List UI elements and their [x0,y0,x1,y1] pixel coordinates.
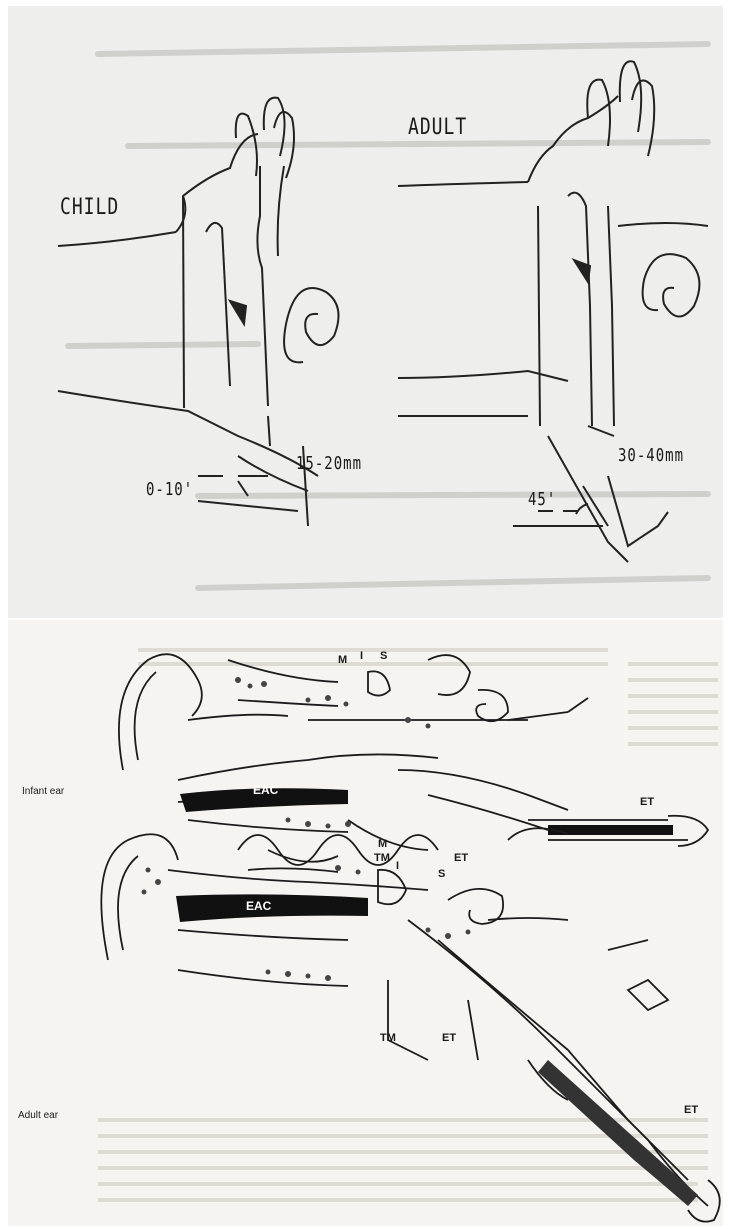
infant-et-tube-label: ET [640,796,654,808]
child-adult-comparison-panel: CHILD ADULT 15-20mm 30-40mm 0-10' 45' [8,6,723,618]
adult-tube-angle: 45' [528,490,556,510]
infant-adult-ear-panel: Infant ear Adult ear M I S EAC TM ET ET … [8,620,723,1226]
adult-eac-label: EAC [246,899,271,913]
infant-et-mid-label: ET [454,852,468,864]
adult-eac-canal [176,894,368,922]
adult-tm-label: TM [380,1032,396,1044]
child-label: CHILD [60,194,119,220]
adult-tube-length: 30-40mm [618,446,684,466]
infant-tm-label: TM [374,852,390,864]
adult-stapes-label: S [438,868,445,880]
child-adult-drawing [8,6,723,618]
child-tube-length: 15-20mm [296,454,362,474]
child-tube-angle: 0-10' [146,480,193,500]
adult-ear-drawing [101,828,719,1221]
infant-ear-caption: Infant ear [22,786,64,797]
infant-incus-label: I [360,650,363,662]
infant-malleus-label: M [338,654,347,666]
adult-et-tube-label: ET [684,1104,698,1116]
adult-incus-label: I [396,860,399,872]
adult-ear-caption: Adult ear [18,1110,58,1121]
adult-et-mid-label: ET [442,1032,456,1044]
adult-malleus-label: M [378,838,387,850]
infant-adult-ear-drawing [8,620,723,1226]
infant-stapes-label: S [380,650,387,662]
infant-eac-label: EAC [253,783,278,797]
adult-label: ADULT [408,114,467,140]
